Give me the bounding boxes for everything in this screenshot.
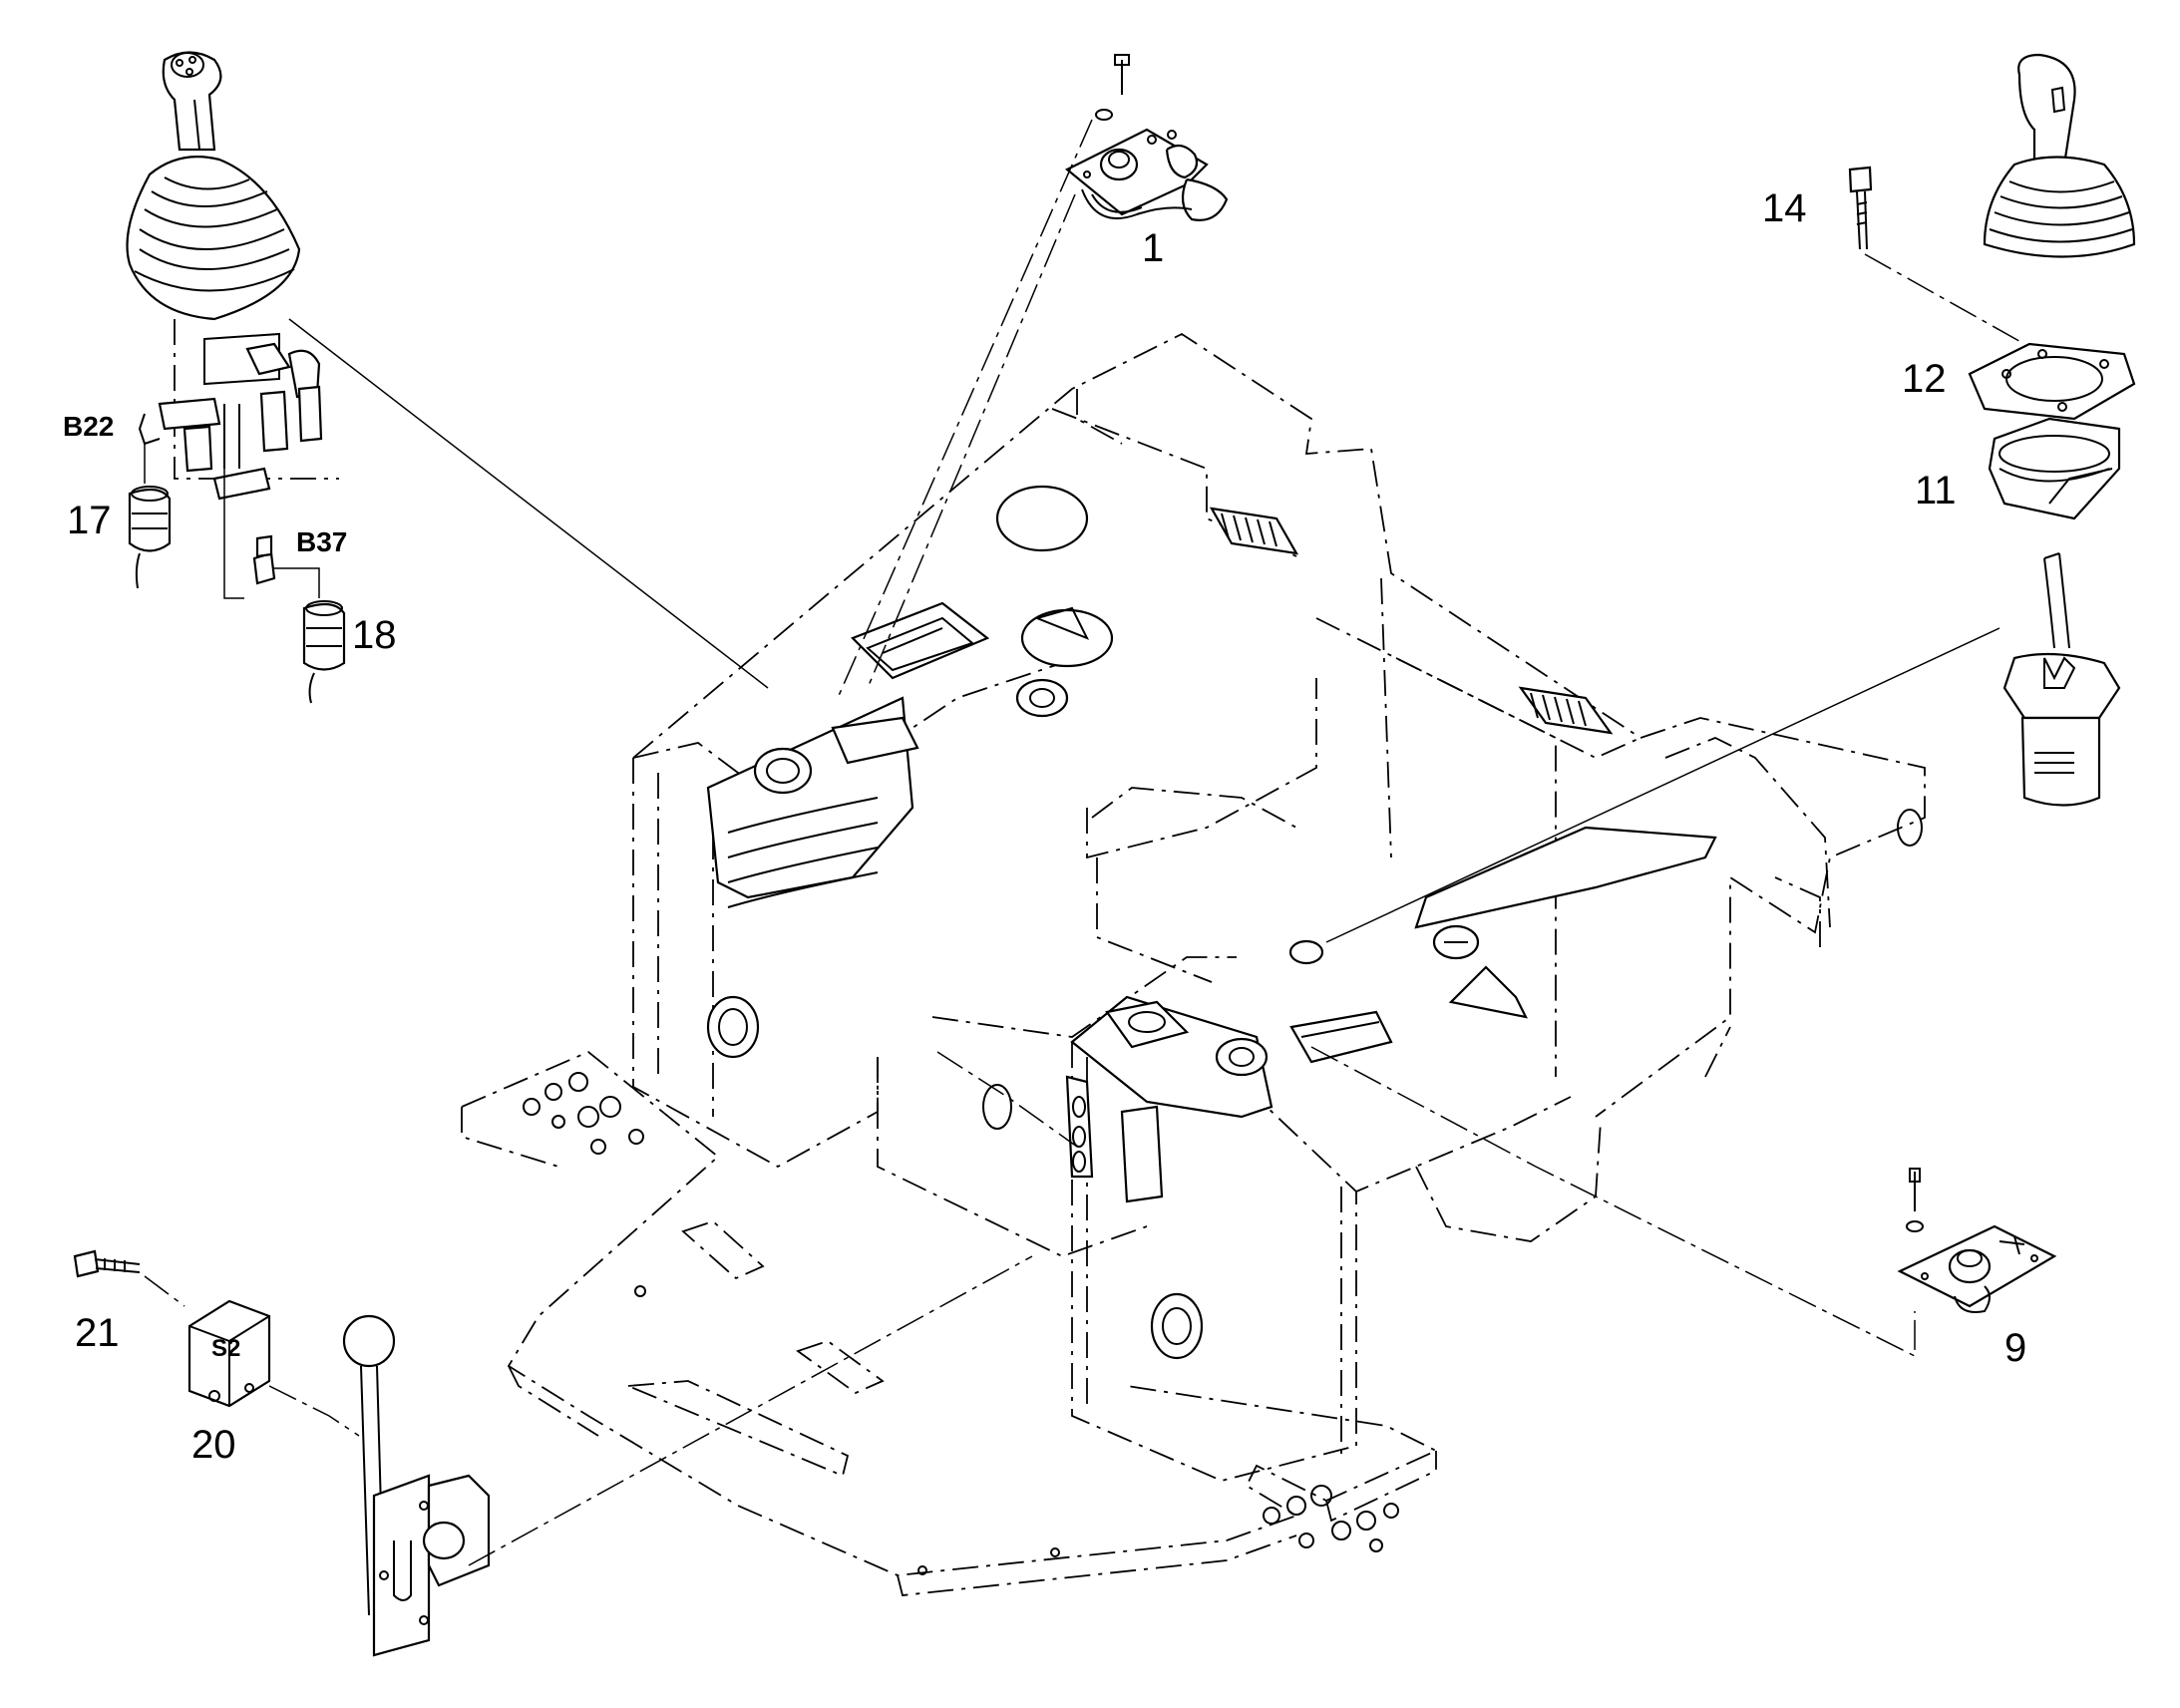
main-frame bbox=[632, 332, 1926, 1482]
centre-panel bbox=[851, 485, 1717, 1019]
tag-s2: S2 bbox=[211, 1335, 240, 1362]
right-joystick-assembly bbox=[1848, 53, 2136, 807]
left-joystick-assembly bbox=[126, 51, 346, 704]
left-console bbox=[706, 696, 919, 1059]
callout-20: 20 bbox=[191, 1423, 236, 1467]
callout-18: 18 bbox=[352, 613, 397, 657]
callout-17: 17 bbox=[67, 499, 112, 542]
callout-9: 9 bbox=[2004, 1326, 2026, 1370]
callout-1: 1 bbox=[1142, 226, 1164, 270]
tag-b37: B37 bbox=[296, 526, 347, 557]
tag-b22: B22 bbox=[63, 411, 114, 442]
callout-14: 14 bbox=[1762, 186, 1807, 230]
part-9-plate bbox=[1897, 1168, 2057, 1313]
callout-11: 11 bbox=[1915, 469, 1957, 512]
callout-12: 12 bbox=[1902, 357, 1947, 401]
callout-21: 21 bbox=[75, 1311, 120, 1355]
callouts: 1 9 11 12 14 17 18 20 21 B22 B37 S2 bbox=[63, 186, 2026, 1467]
base-plate bbox=[461, 1050, 1439, 1596]
leader-lines bbox=[144, 119, 2025, 1566]
part-20-switch-and-lever bbox=[73, 1249, 491, 1657]
part-1-switch-plate bbox=[1064, 54, 1229, 221]
